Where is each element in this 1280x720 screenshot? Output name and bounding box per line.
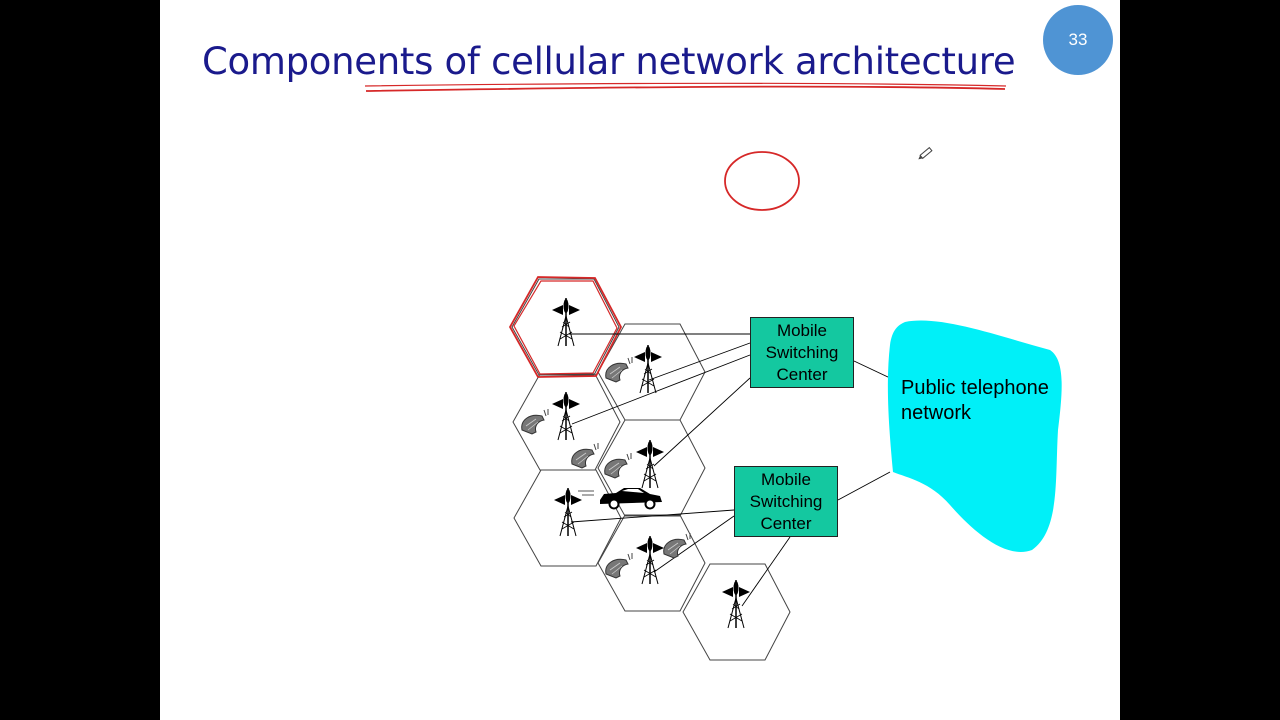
cell-1 bbox=[511, 278, 620, 376]
slide-title: Components of cellular network architect… bbox=[202, 40, 1016, 83]
antenna-tower-icon bbox=[553, 487, 583, 537]
cell-5 bbox=[513, 469, 622, 567]
mobile-phone-icon bbox=[605, 552, 633, 579]
red-circle-annotation bbox=[724, 151, 800, 211]
public-network-label-line-2: network bbox=[901, 402, 972, 424]
antenna-tower-icon bbox=[633, 344, 663, 394]
antenna-tower-icon bbox=[551, 297, 581, 347]
page-number-badge: 33 bbox=[1043, 5, 1113, 75]
cellular-diagram bbox=[364, 82, 1062, 661]
mobile-phone-icon bbox=[571, 442, 599, 469]
mobile-switching-center-2: Mobile Switching Center bbox=[734, 466, 838, 537]
cell-7 bbox=[682, 563, 791, 661]
cell-6 bbox=[597, 514, 706, 612]
msc-2-line-2: Switching bbox=[749, 491, 823, 511]
mobile-phone-icon bbox=[663, 532, 691, 559]
msc-2-line-3: Center bbox=[760, 513, 812, 533]
mobile-switching-center-1: Mobile Switching Center bbox=[750, 317, 854, 388]
mobile-phone-icon bbox=[521, 408, 549, 435]
red-annotation bbox=[364, 82, 1007, 378]
antenna-tower-icon bbox=[721, 579, 751, 629]
msc-1-line-3: Center bbox=[776, 364, 828, 384]
pencil-cursor-icon bbox=[918, 146, 933, 160]
mobile-phone-icon bbox=[604, 452, 632, 479]
public-network-label: Public telephone network bbox=[901, 376, 1071, 426]
public-network-label-line-1: Public telephone bbox=[901, 377, 1049, 399]
antenna-tower-icon bbox=[551, 391, 581, 441]
public-network-cloud bbox=[887, 320, 1062, 552]
antenna-tower-icon bbox=[635, 535, 665, 585]
car-icon bbox=[578, 488, 662, 510]
msc-1-line-1: Mobile bbox=[776, 320, 828, 340]
antenna-tower-icon bbox=[635, 439, 665, 489]
mobile-phone-icon bbox=[605, 356, 633, 383]
slide: Components of cellular network architect… bbox=[160, 0, 1120, 720]
msc-2-line-1: Mobile bbox=[760, 469, 812, 489]
red-hexagon-highlight bbox=[508, 276, 623, 378]
msc-1-line-2: Switching bbox=[765, 342, 839, 362]
